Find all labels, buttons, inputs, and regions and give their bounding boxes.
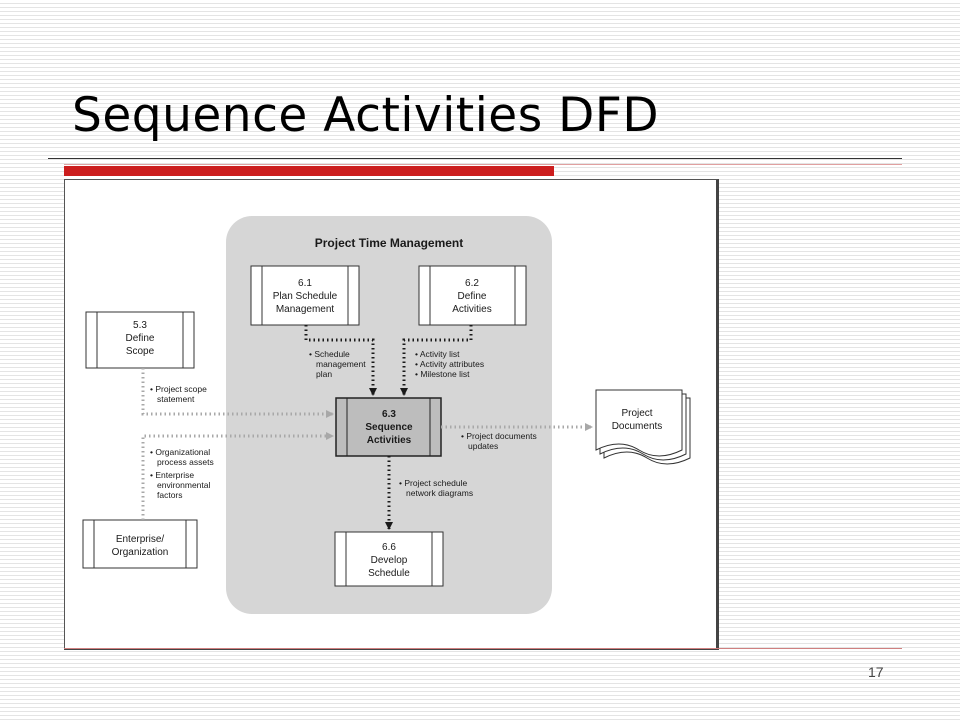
- svg-text:Scope: Scope: [126, 346, 155, 357]
- svg-text:Sequence: Sequence: [365, 422, 413, 433]
- project-documents-store: Project Documents: [595, 389, 691, 465]
- svg-text:• Project scope: • Project scope: [150, 384, 207, 394]
- svg-text:• Enterprise: • Enterprise: [150, 470, 194, 480]
- process-6-1-plan-schedule-management: 6.1 Plan Schedule Management: [250, 265, 360, 326]
- svg-text:factors: factors: [157, 490, 183, 500]
- label-project-schedule-network-diagrams: • Project schedule network diagrams: [399, 478, 473, 498]
- svg-text:6.2: 6.2: [465, 278, 479, 289]
- svg-text:environmental: environmental: [157, 480, 211, 490]
- enterprise-organization-box: Enterprise/ Organization: [82, 519, 198, 569]
- svg-text:updates: updates: [468, 441, 498, 451]
- process-6-2-define-activities: 6.2 Define Activities: [418, 265, 527, 326]
- label-activity-info: • Activity list • Activity attributes • …: [415, 349, 484, 379]
- svg-text:6.1: 6.1: [298, 278, 312, 289]
- svg-text:• Activity attributes: • Activity attributes: [415, 359, 484, 369]
- slide-title: Sequence Activities DFD: [72, 88, 660, 143]
- red-accent-bar: [64, 166, 554, 176]
- group-title: Project Time Management: [315, 236, 464, 250]
- slide-number: 17: [868, 664, 884, 680]
- svg-text:Organization: Organization: [112, 547, 169, 558]
- svg-text:• Project schedule: • Project schedule: [399, 478, 467, 488]
- flow-schedule-plan-arrow: [304, 325, 377, 396]
- label-project-documents-updates: • Project documents updates: [461, 431, 537, 451]
- accent-rule: [64, 164, 902, 165]
- svg-text:process assets: process assets: [157, 457, 214, 467]
- label-org-assets-enterprise-factors: • Organizational process assets • Enterp…: [150, 447, 214, 500]
- svg-text:Schedule: Schedule: [368, 568, 410, 579]
- flow-activity-info-arrow: [400, 325, 473, 396]
- svg-text:• Project documents: • Project documents: [461, 431, 537, 441]
- svg-text:• Activity list: • Activity list: [415, 349, 460, 359]
- process-6-6-develop-schedule: 6.6 Develop Schedule: [334, 531, 444, 587]
- svg-text:• Milestone list: • Milestone list: [415, 369, 470, 379]
- svg-text:• Schedule: • Schedule: [309, 349, 350, 359]
- svg-text:Enterprise/: Enterprise/: [116, 534, 165, 545]
- svg-text:Define: Define: [126, 333, 155, 344]
- svg-text:6.3: 6.3: [382, 409, 396, 420]
- svg-text:Management: Management: [276, 304, 335, 315]
- footer-rule: [64, 648, 902, 649]
- svg-text:Documents: Documents: [612, 421, 663, 432]
- svg-text:5.3: 5.3: [133, 320, 147, 331]
- label-project-scope-statement: • Project scope statement: [150, 384, 207, 404]
- svg-text:Activities: Activities: [452, 304, 491, 315]
- svg-text:plan: plan: [316, 369, 332, 379]
- label-schedule-management-plan: • Schedule management plan: [309, 349, 366, 379]
- svg-text:Activities: Activities: [367, 435, 412, 446]
- flow-scope-statement-arrow: [141, 368, 334, 418]
- svg-text:Project: Project: [621, 408, 652, 419]
- svg-text:• Organizational: • Organizational: [150, 447, 210, 457]
- svg-text:Define: Define: [458, 291, 487, 302]
- flow-org-assets-arrow: [141, 432, 334, 520]
- title-underline: [48, 158, 902, 159]
- process-6-3-sequence-activities: 6.3 Sequence Activities: [335, 397, 442, 457]
- svg-text:Develop: Develop: [371, 555, 408, 566]
- svg-text:6.6: 6.6: [382, 542, 396, 553]
- svg-text:Plan Schedule: Plan Schedule: [273, 291, 338, 302]
- svg-text:management: management: [316, 359, 366, 369]
- svg-text:network diagrams: network diagrams: [406, 488, 473, 498]
- svg-text:statement: statement: [157, 394, 195, 404]
- process-5-3-define-scope: 5.3 Define Scope: [85, 311, 195, 369]
